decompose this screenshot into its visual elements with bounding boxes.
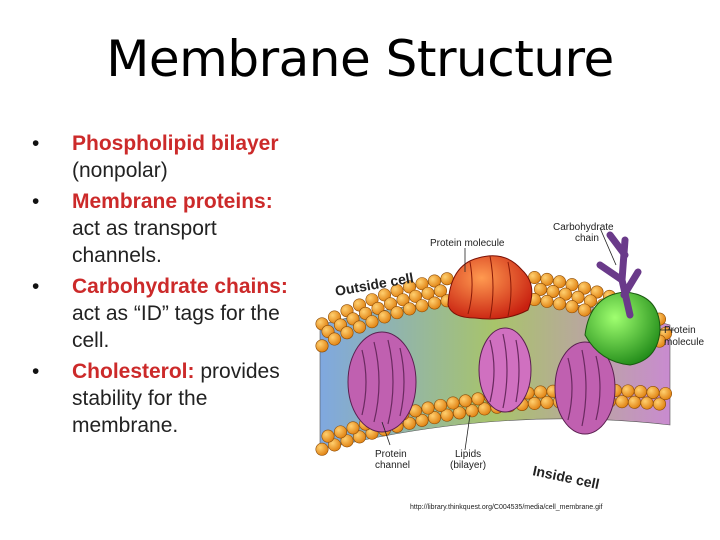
label-protein-molecule-top: Protein molecule bbox=[430, 238, 505, 249]
bullet-desc: (nonpolar) bbox=[72, 159, 168, 182]
lipid-head bbox=[403, 416, 417, 430]
label-lipids-2: (bilayer) bbox=[450, 460, 486, 471]
label-carbohydrate-2: chain bbox=[575, 233, 599, 244]
lipid-head bbox=[528, 396, 542, 410]
lipid-head bbox=[340, 326, 354, 340]
lipid-head bbox=[327, 438, 341, 452]
label-protein-molecule-right: Protein bbox=[664, 325, 696, 336]
bullet-desc: provides stability for the membrane. bbox=[72, 360, 280, 437]
lipid-head bbox=[658, 387, 672, 401]
lipid-head bbox=[540, 396, 554, 410]
lipid-head bbox=[478, 402, 492, 416]
bullet-list: • Phospholipid bilayer (nonpolar) • Memb… bbox=[30, 130, 305, 443]
lipid-head bbox=[577, 303, 591, 317]
lipid-head bbox=[534, 385, 548, 399]
bullet-term: Membrane proteins: bbox=[72, 190, 273, 213]
lipid-head bbox=[340, 434, 354, 448]
lipid-head bbox=[565, 300, 579, 314]
lipid-head bbox=[471, 392, 485, 406]
lipid-head bbox=[627, 395, 641, 409]
label-protein-channel-2: channel bbox=[375, 460, 410, 471]
cell-membrane-diagram: Protein molecule Carbohydrate chain Prot… bbox=[315, 222, 704, 492]
bullet-dot-icon: • bbox=[32, 275, 40, 298]
lipid-head bbox=[352, 430, 366, 444]
lipid-head bbox=[421, 286, 435, 300]
lipid-head bbox=[352, 320, 366, 334]
lipid-head bbox=[540, 294, 554, 308]
protein-channel-right bbox=[554, 341, 616, 435]
lipid-head bbox=[396, 293, 410, 307]
lipid-head bbox=[558, 287, 572, 301]
carbohydrate-chain bbox=[596, 231, 642, 319]
lipid-head bbox=[390, 306, 404, 320]
bullet-dot-icon: • bbox=[32, 360, 40, 383]
lipid-head bbox=[333, 425, 347, 439]
bullet-item-cholesterol: • Cholesterol: provides stability for th… bbox=[30, 358, 305, 439]
label-inside-cell: Inside cell bbox=[531, 462, 601, 492]
lipid-head bbox=[615, 395, 629, 409]
protein-channel-center bbox=[478, 327, 532, 413]
lipid-head bbox=[365, 315, 379, 329]
lipid-head bbox=[421, 401, 435, 415]
lipid-head bbox=[315, 442, 329, 456]
lipid-head bbox=[646, 385, 660, 399]
lipid-head bbox=[415, 299, 429, 313]
bullet-item-phospholipid: • Phospholipid bilayer (nonpolar) bbox=[30, 130, 305, 184]
lipid-head bbox=[546, 284, 560, 298]
bullet-dot-icon: • bbox=[32, 190, 40, 213]
label-protein-molecule-right-2: molecule bbox=[664, 337, 704, 348]
lipid-head bbox=[440, 408, 454, 422]
lipid-head bbox=[565, 278, 579, 292]
lipid-head bbox=[540, 272, 554, 286]
globular-protein-green bbox=[584, 291, 661, 366]
source-url: http://library.thinkquest.org/C004535/me… bbox=[410, 504, 603, 511]
lipid-head bbox=[390, 284, 404, 298]
bullet-term: Phospholipid bilayer bbox=[72, 132, 279, 155]
bullet-desc: act as transport channels. bbox=[72, 217, 217, 267]
lipid-head bbox=[409, 289, 423, 303]
lipid-head bbox=[428, 411, 442, 425]
bullet-term: Carbohydrate chains: bbox=[72, 275, 288, 298]
lipid-head bbox=[315, 339, 329, 353]
bullet-dot-icon: • bbox=[32, 132, 40, 155]
lipid-head bbox=[384, 297, 398, 311]
lipid-head bbox=[577, 281, 591, 295]
lipid-head bbox=[403, 280, 417, 294]
lipid-head bbox=[553, 275, 567, 289]
lipid-head bbox=[459, 394, 473, 408]
lipid-head bbox=[446, 396, 460, 410]
lipid-head bbox=[465, 404, 479, 418]
label-carbohydrate: Carbohydrate bbox=[553, 222, 614, 233]
protein-channel-left bbox=[347, 331, 417, 433]
bullet-term: Cholesterol: bbox=[72, 360, 195, 383]
lipid-head bbox=[534, 282, 548, 296]
lipid-head bbox=[553, 297, 567, 311]
lipid-head bbox=[346, 421, 360, 435]
lipid-head bbox=[415, 277, 429, 291]
lipid-head bbox=[633, 385, 647, 399]
lipid-head bbox=[453, 406, 467, 420]
lipid-head bbox=[583, 294, 597, 308]
lipid-head bbox=[378, 310, 392, 324]
lipid-head bbox=[590, 285, 604, 299]
bullet-item-carbohydrate: • Carbohydrate chains: act as “ID” tags … bbox=[30, 273, 305, 354]
lipid-head bbox=[428, 274, 442, 288]
lipid-head bbox=[571, 290, 585, 304]
label-lipids: Lipids bbox=[455, 449, 481, 460]
bullet-desc: act as “ID” tags for the cell. bbox=[72, 302, 280, 352]
lipid-head bbox=[428, 296, 442, 310]
slide-title: Membrane Structure bbox=[106, 30, 614, 88]
label-protein-channel: Protein bbox=[375, 449, 407, 460]
lipid-head bbox=[403, 302, 417, 316]
lipid-head bbox=[321, 429, 335, 443]
bullet-item-proteins: • Membrane proteins: act as transport ch… bbox=[30, 188, 305, 269]
lipid-head bbox=[621, 384, 635, 398]
lipid-head bbox=[434, 398, 448, 412]
lipid-head bbox=[652, 397, 666, 411]
lipid-head bbox=[434, 284, 448, 298]
lipid-head bbox=[327, 332, 341, 346]
globular-protein-red bbox=[447, 255, 533, 320]
lipid-head bbox=[415, 413, 429, 427]
